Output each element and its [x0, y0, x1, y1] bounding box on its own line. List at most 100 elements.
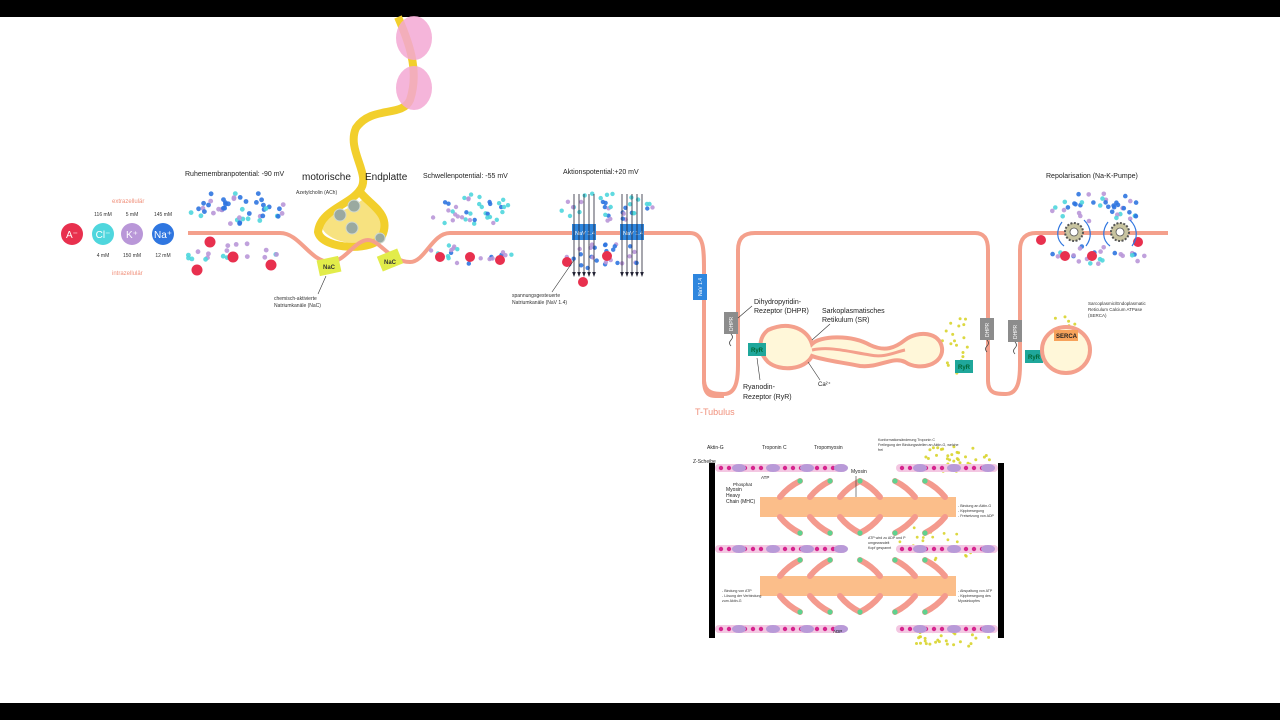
- anion-particle: [562, 257, 572, 267]
- nav-channel: NaV 1.4: [572, 194, 596, 277]
- ion-particle: [500, 209, 505, 215]
- ion-particle: [206, 251, 211, 257]
- myosin-head-shape: [807, 478, 833, 500]
- extracellular-label: extrazellulär: [112, 199, 144, 205]
- ion-particle: [955, 343, 958, 347]
- ion-particle: [603, 212, 608, 217]
- actin-filament: [715, 464, 848, 472]
- ion-particle: [1060, 214, 1065, 219]
- anion-particle: [1036, 235, 1046, 245]
- ion-particle: [195, 249, 201, 255]
- ion-particle: [208, 191, 214, 197]
- ion-particle: [949, 342, 953, 346]
- ion-particle: [244, 241, 250, 247]
- ion-particle: [1135, 258, 1140, 264]
- ion-particle: [445, 254, 451, 259]
- anion-particle: [204, 236, 216, 248]
- ion-particle: [939, 447, 943, 451]
- ion-particle: [455, 214, 460, 219]
- atp-molecule: [827, 557, 833, 563]
- ion-particle: [612, 244, 617, 249]
- ion-particle: [455, 247, 460, 252]
- ion-particle: [1071, 253, 1076, 258]
- nav-tag: NaV 1.4: [623, 231, 643, 237]
- troponin-complex: [766, 545, 780, 553]
- ion-particle: [589, 242, 595, 247]
- ion-concentration-intra: 150 mM: [123, 253, 141, 259]
- myosin-head: [807, 478, 833, 500]
- endplate-label: Endplatte: [365, 172, 408, 183]
- actin-filament: [896, 625, 998, 633]
- ion-particle: [220, 253, 226, 259]
- atp-molecule: [797, 609, 803, 615]
- ion-particle: [1101, 191, 1107, 197]
- ion-particle: [961, 351, 965, 354]
- actin-monomer: [931, 626, 937, 632]
- ion-particle: [494, 217, 499, 222]
- serca-description-line2: Reticulum Calcium ATPase: [1088, 307, 1143, 312]
- ion-particle: [590, 191, 595, 196]
- myosin-head: [777, 478, 803, 500]
- ion-particle: [628, 244, 633, 249]
- ion-particle: [955, 540, 959, 544]
- myelin-sheath: [396, 66, 432, 110]
- ion-particle: [945, 642, 949, 646]
- ion-particle: [602, 204, 608, 210]
- ion-circle: [121, 223, 143, 245]
- troponin-complex: [947, 464, 961, 472]
- myosin-head: [777, 593, 803, 615]
- actin-monomer: [907, 465, 913, 471]
- ion-particle: [221, 205, 226, 211]
- ion-particle: [446, 208, 451, 213]
- ion-particle: [946, 363, 950, 367]
- ryr-receptor: RyR: [748, 343, 766, 356]
- myosin-head: [892, 557, 918, 579]
- actin-monomer: [782, 465, 788, 471]
- ion-particle: [468, 211, 473, 216]
- troponin-complex: [766, 625, 780, 633]
- ion-particle: [974, 636, 978, 640]
- action-potential-title: Aktionspotential:+20 mV: [563, 169, 639, 176]
- ion-particle: [971, 446, 975, 450]
- actin-monomer: [758, 465, 764, 471]
- actin-monomer: [726, 465, 732, 471]
- note-right1-line1: - Bindung an Aktin-G: [958, 504, 991, 508]
- atp-molecule: [857, 609, 863, 615]
- myosin-head: [807, 514, 833, 536]
- ion-concentration-extra: 145 mM: [154, 212, 172, 218]
- ion-particle: [974, 458, 978, 462]
- ion-particle: [559, 208, 564, 213]
- ion-particle: [603, 242, 608, 247]
- actin-monomer: [931, 546, 937, 552]
- troponin-complex: [834, 545, 848, 553]
- note-top-line3: frei: [878, 448, 883, 452]
- ion-particle: [923, 636, 927, 640]
- atp-molecule: [857, 557, 863, 563]
- actin-monomer: [750, 626, 756, 632]
- ion-particle: [611, 247, 616, 252]
- sarcomere-panel: [709, 463, 1004, 638]
- actin-filament: [715, 545, 848, 553]
- ion-particle: [488, 201, 493, 207]
- ion-particle: [1079, 200, 1085, 205]
- note-left-line2: - Lösung der Verbindung: [722, 594, 761, 598]
- ion-particle: [477, 194, 482, 200]
- actin-monomer: [971, 626, 977, 632]
- ion-particle: [627, 254, 632, 259]
- ion-particle: [615, 260, 620, 266]
- ion-particle: [255, 191, 261, 197]
- myosin-head: [922, 593, 948, 615]
- threshold-potential-title: Schwellenpotential: -55 mV: [423, 173, 508, 180]
- ion-particle: [263, 247, 269, 253]
- dhpr-description-line1: Dihydropyridin-: [754, 299, 802, 306]
- ion-particle: [1061, 207, 1067, 213]
- actin-monomer: [899, 546, 905, 552]
- ion-particle: [237, 195, 243, 200]
- ion-particle: [962, 336, 966, 340]
- sr-description-line2: Retikulum (SR): [822, 317, 869, 324]
- tropomyosin-strand: [715, 545, 847, 553]
- ion-particle: [1053, 316, 1057, 320]
- ach-label: Azetylcholin (ACh): [296, 190, 337, 196]
- ion-particle: [1077, 246, 1083, 251]
